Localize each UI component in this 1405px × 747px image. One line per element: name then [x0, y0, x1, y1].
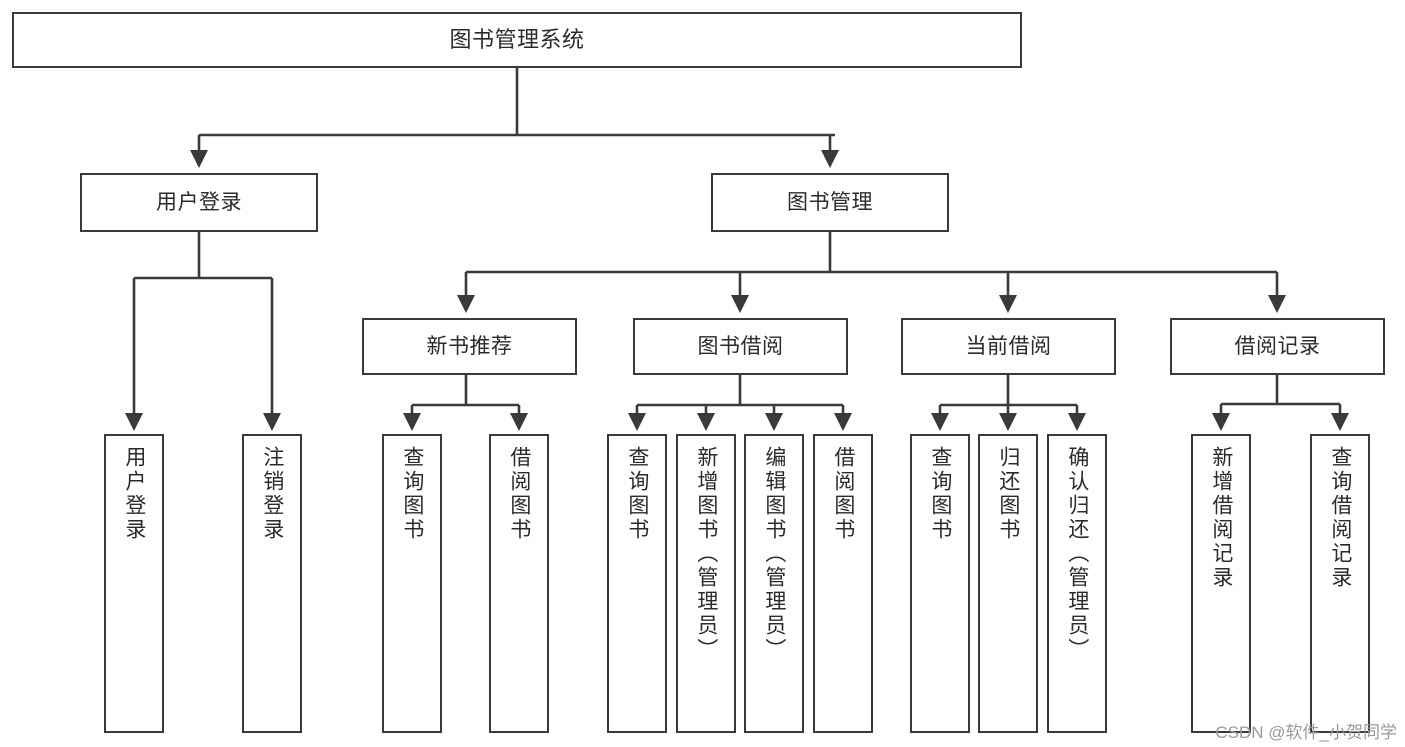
- leaf-book-borrow-add[interactable]: 新增图书（管理员）: [676, 434, 736, 733]
- leaf-user-login-login-label: 用户登录: [122, 446, 146, 542]
- leaf-current-borrow-confirm[interactable]: 确认归还（管理员）: [1047, 434, 1107, 733]
- leaf-book-borrow-borrow[interactable]: 借阅图书: [813, 434, 873, 733]
- leaf-book-borrow-edit[interactable]: 编辑图书（管理员）: [744, 434, 804, 733]
- leaf-current-borrow-return[interactable]: 归还图书: [978, 434, 1038, 733]
- leaf-borrow-record-add-label: 新增借阅记录: [1209, 446, 1233, 590]
- node-user-login[interactable]: 用户登录: [80, 173, 318, 232]
- node-book-borrow[interactable]: 图书借阅: [633, 318, 848, 375]
- node-new-book-recommend-label: 新书推荐: [426, 334, 513, 358]
- leaf-user-login-logout[interactable]: 注销登录: [242, 434, 302, 733]
- leaf-current-borrow-query[interactable]: 查询图书: [910, 434, 970, 733]
- leaf-current-borrow-query-label: 查询图书: [928, 446, 952, 542]
- node-new-book-recommend[interactable]: 新书推荐: [362, 318, 577, 375]
- leaf-new-book-borrow-label: 借阅图书: [507, 446, 531, 542]
- node-borrow-record[interactable]: 借阅记录: [1170, 318, 1385, 375]
- node-current-borrow[interactable]: 当前借阅: [901, 318, 1116, 375]
- node-user-login-label: 用户登录: [156, 190, 242, 214]
- node-borrow-record-label: 借阅记录: [1234, 334, 1321, 358]
- leaf-user-login-login[interactable]: 用户登录: [104, 434, 164, 733]
- leaf-book-borrow-query-label: 查询图书: [625, 446, 649, 542]
- leaf-user-login-logout-label: 注销登录: [260, 446, 284, 542]
- leaf-new-book-query[interactable]: 查询图书: [382, 434, 442, 733]
- leaf-current-borrow-confirm-label: 确认归还（管理员）: [1065, 446, 1089, 662]
- leaf-book-borrow-query[interactable]: 查询图书: [607, 434, 667, 733]
- node-book-borrow-label: 图书借阅: [697, 334, 784, 358]
- leaf-book-borrow-edit-label: 编辑图书（管理员）: [762, 446, 786, 662]
- node-book-manage[interactable]: 图书管理: [711, 173, 949, 232]
- node-root[interactable]: 图书管理系统: [12, 12, 1022, 68]
- node-current-borrow-label: 当前借阅: [965, 334, 1052, 358]
- leaf-book-borrow-add-label: 新增图书（管理员）: [694, 446, 718, 662]
- leaf-borrow-record-query-label: 查询借阅记录: [1328, 446, 1352, 590]
- leaf-borrow-record-query[interactable]: 查询借阅记录: [1310, 434, 1370, 733]
- node-root-label: 图书管理系统: [449, 26, 585, 52]
- leaf-new-book-borrow[interactable]: 借阅图书: [489, 434, 549, 733]
- node-book-manage-label: 图书管理: [787, 190, 873, 214]
- leaf-book-borrow-borrow-label: 借阅图书: [831, 446, 855, 542]
- leaf-new-book-query-label: 查询图书: [400, 446, 424, 542]
- leaf-borrow-record-add[interactable]: 新增借阅记录: [1191, 434, 1251, 733]
- leaf-current-borrow-return-label: 归还图书: [996, 446, 1020, 542]
